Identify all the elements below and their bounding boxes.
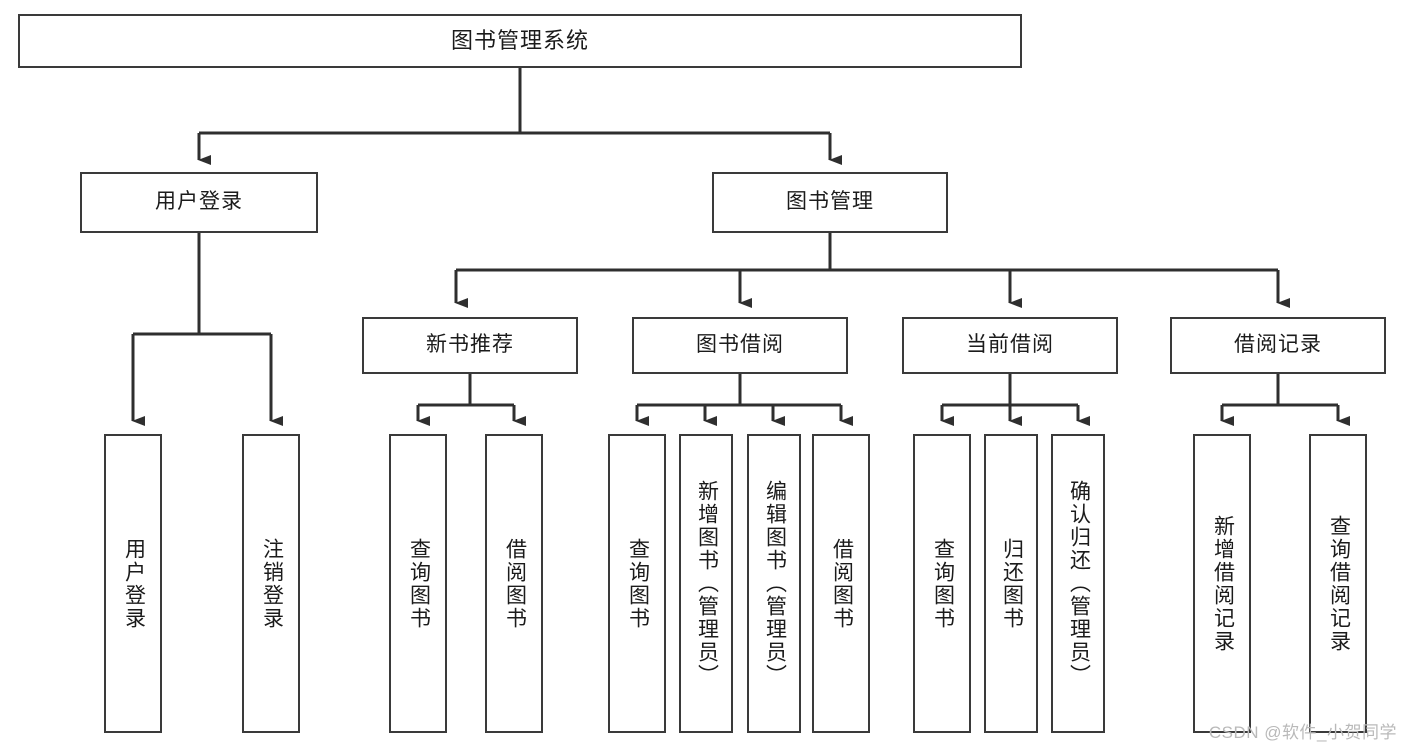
- node-label: 新书推荐: [426, 333, 514, 357]
- node-label: 用户登录: [122, 537, 146, 630]
- node-borrow-record[interactable]: 借阅记录: [1170, 317, 1386, 374]
- leaf-query-book-recommend[interactable]: 查询图书: [389, 434, 447, 733]
- node-label: 查询图书: [931, 537, 955, 630]
- node-book-management[interactable]: 图书管理: [712, 172, 948, 233]
- node-label: 查询图书: [407, 537, 431, 630]
- leaf-add-book-admin[interactable]: 新增图书（管理员）: [679, 434, 733, 733]
- leaf-text-wrap: 确认归还（管理员）: [1065, 436, 1092, 731]
- node-label: 新增借阅记录: [1211, 514, 1235, 653]
- leaf-add-borrow-record[interactable]: 新增借阅记录: [1193, 434, 1251, 733]
- leaf-text-wrap: 查询图书: [405, 436, 432, 731]
- node-label: 图书管理系统: [450, 28, 589, 54]
- leaf-text-wrap: 借阅图书: [828, 436, 855, 731]
- node-user-login[interactable]: 用户登录: [80, 172, 318, 233]
- node-label: 查询借阅记录: [1327, 514, 1351, 653]
- leaf-text-wrap: 编辑图书（管理员）: [761, 436, 788, 731]
- leaf-text-wrap: 查询图书: [929, 436, 956, 731]
- leaf-query-book-borrow[interactable]: 查询图书: [608, 434, 666, 733]
- leaf-confirm-return-admin[interactable]: 确认归还（管理员）: [1051, 434, 1105, 733]
- leaf-text-wrap: 归还图书: [998, 436, 1025, 731]
- leaf-query-borrow-record[interactable]: 查询借阅记录: [1309, 434, 1367, 733]
- leaf-text-wrap: 新增图书（管理员）: [693, 436, 720, 731]
- node-label: 确认归还（管理员）: [1067, 480, 1091, 687]
- leaf-edit-book-admin[interactable]: 编辑图书（管理员）: [747, 434, 801, 733]
- node-label: 归还图书: [1000, 537, 1024, 630]
- leaf-user-login[interactable]: 用户登录: [104, 434, 162, 733]
- leaf-text-wrap: 查询借阅记录: [1325, 436, 1352, 731]
- node-label: 查询图书: [626, 537, 650, 630]
- node-label: 注销登录: [260, 537, 284, 630]
- node-label: 图书借阅: [696, 333, 784, 357]
- node-current-borrow[interactable]: 当前借阅: [902, 317, 1118, 374]
- leaf-borrow-book-recommend[interactable]: 借阅图书: [485, 434, 543, 733]
- csdn-watermark: CSDN @软件_小贺同学: [1208, 723, 1397, 742]
- node-label: 借阅图书: [830, 537, 854, 630]
- node-new-book-recommend[interactable]: 新书推荐: [362, 317, 578, 374]
- leaf-text-wrap: 用户登录: [120, 436, 147, 731]
- node-root-system[interactable]: 图书管理系统: [18, 14, 1022, 68]
- node-label: 借阅图书: [503, 537, 527, 630]
- leaf-return-book[interactable]: 归还图书: [984, 434, 1038, 733]
- leaf-logout[interactable]: 注销登录: [242, 434, 300, 733]
- node-label: 编辑图书（管理员）: [763, 480, 787, 687]
- node-label: 当前借阅: [966, 333, 1054, 357]
- leaf-text-wrap: 查询图书: [624, 436, 651, 731]
- node-label: 用户登录: [155, 190, 243, 214]
- node-label: 新增图书（管理员）: [695, 480, 719, 687]
- leaf-borrow-book-borrow[interactable]: 借阅图书: [812, 434, 870, 733]
- leaf-text-wrap: 借阅图书: [501, 436, 528, 731]
- node-book-borrow[interactable]: 图书借阅: [632, 317, 848, 374]
- leaf-text-wrap: 注销登录: [258, 436, 285, 731]
- node-label: 图书管理: [786, 190, 874, 214]
- node-label: 借阅记录: [1234, 333, 1322, 357]
- leaf-query-book-current[interactable]: 查询图书: [913, 434, 971, 733]
- leaf-text-wrap: 新增借阅记录: [1209, 436, 1236, 731]
